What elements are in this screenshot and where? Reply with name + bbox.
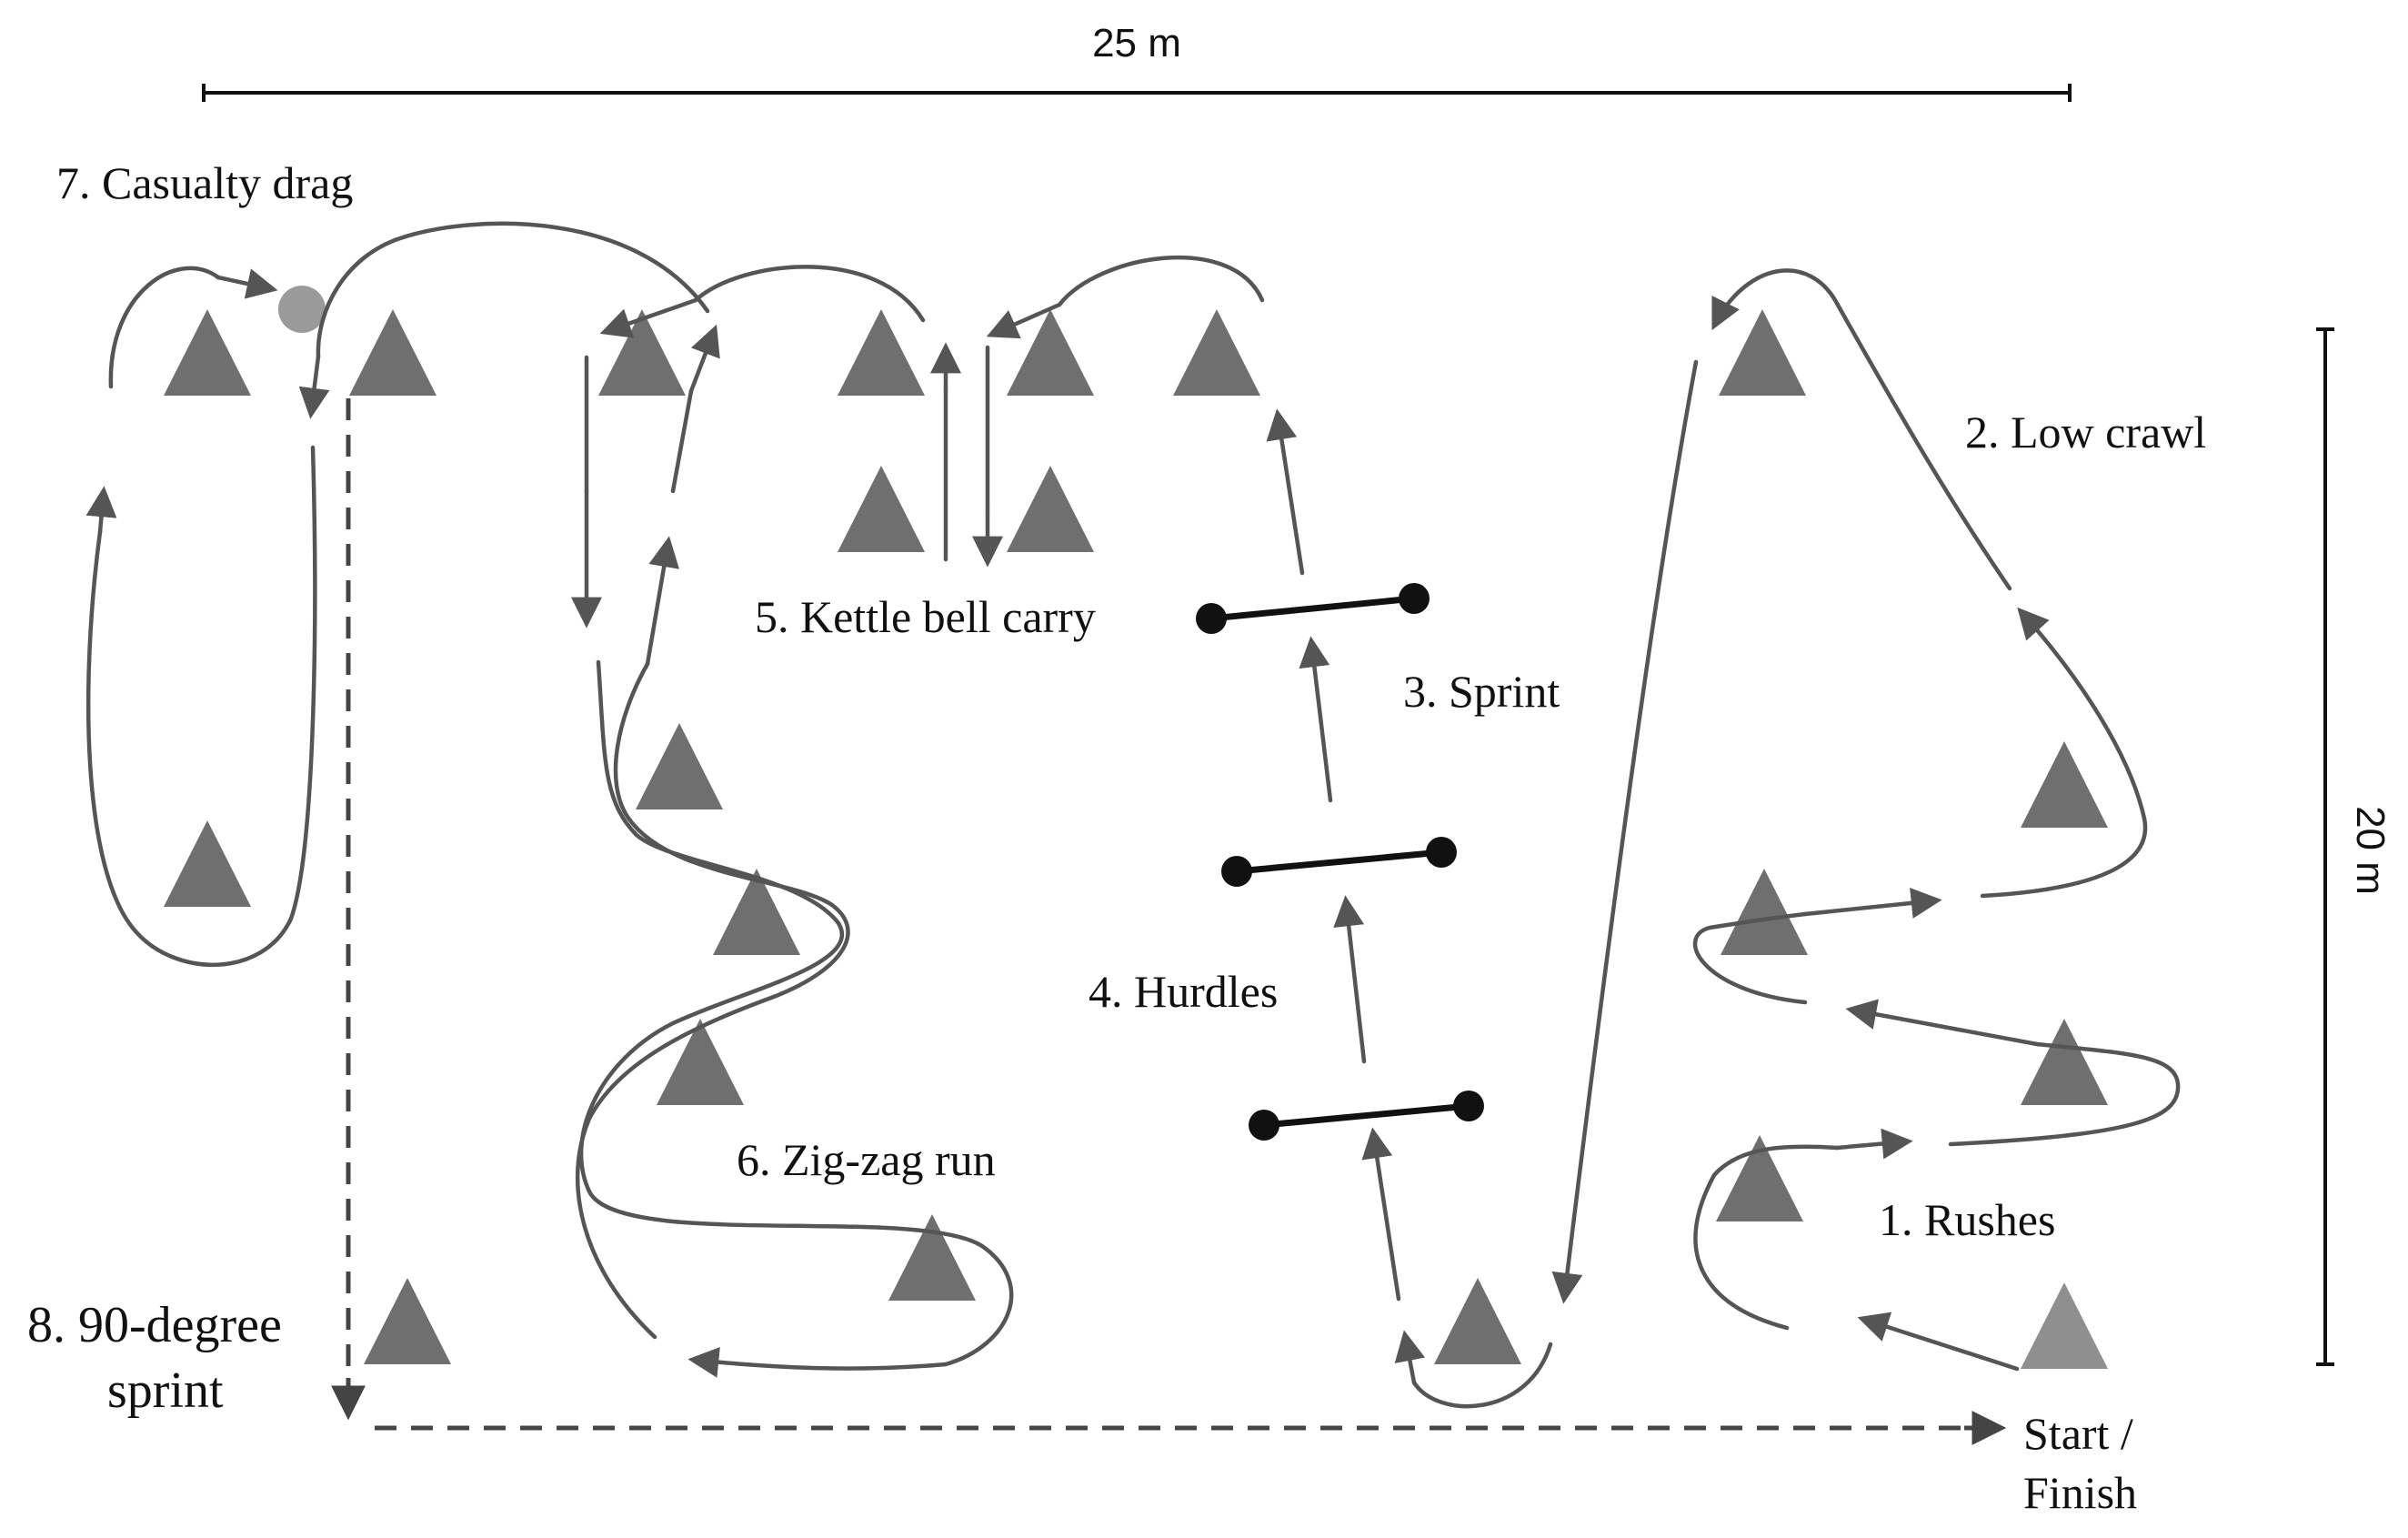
casualty-drag-route: [85, 221, 710, 967]
rushes-route: [1692, 816, 2181, 1372]
low-crawl-label: 2. Low crawl: [1965, 407, 2206, 457]
height-dimension: 20 m: [2316, 327, 2393, 1366]
kettle-bell-route: [599, 255, 1265, 568]
hurdles: [1196, 583, 1484, 1141]
cone: [838, 466, 925, 552]
cone: [2021, 1019, 2108, 1105]
cone: [636, 723, 723, 809]
cone: [364, 1278, 451, 1364]
cone: [598, 309, 686, 396]
width-label: 25 m: [1092, 21, 1181, 65]
station-labels: 1. Rushes 2. Low crawl 3. Sprint 4. Hurd…: [27, 157, 2206, 1518]
hurdles-label: 4. Hurdles: [1089, 966, 1278, 1017]
cone: [1007, 466, 1094, 552]
cone: [1173, 309, 1260, 396]
sprint-label: 3. Sprint: [1403, 666, 1560, 717]
cone: [164, 820, 251, 907]
kettle-bell-carry-label: 5. Kettle bell carry: [755, 591, 1096, 642]
cone: [164, 309, 251, 396]
low-crawl-route: [1551, 268, 2147, 1304]
ninety-degree-sprint-label-line2: sprint: [107, 1362, 224, 1419]
width-dimension: 25 m: [202, 21, 2072, 102]
ninety-degree-sprint-route: [331, 398, 2007, 1445]
ninety-degree-sprint-label-line1: 8. 90-degree: [27, 1297, 282, 1353]
zig-zag-route: [571, 324, 1014, 1378]
cone: [1434, 1278, 1521, 1364]
cones: [164, 309, 2108, 1369]
start-cone: [2021, 1282, 2108, 1369]
cone: [838, 309, 925, 396]
start-finish-label-line2: Finish: [2023, 1467, 2137, 1518]
cone: [657, 1019, 744, 1105]
casualty-marker: [278, 286, 326, 333]
hurdle: [1196, 583, 1430, 634]
hurdle: [1221, 837, 1457, 887]
rushes-label: 1. Rushes: [1879, 1194, 2055, 1245]
cone: [713, 869, 800, 955]
zig-zag-run-label: 6. Zig-zag run: [737, 1134, 996, 1185]
cone: [349, 309, 436, 396]
hurdle: [1249, 1091, 1484, 1141]
cone: [1716, 1135, 1803, 1221]
casualty-drag-label: 7. Casualty drag: [56, 157, 353, 208]
cone: [1007, 309, 1094, 396]
cone: [2021, 741, 2108, 828]
cone: [1721, 869, 1808, 955]
height-label: 20 m: [2348, 806, 2393, 895]
start-finish-label-line1: Start /: [2023, 1408, 2133, 1459]
cone: [888, 1214, 976, 1301]
sprint-route: [1266, 408, 1553, 1409]
cone: [1719, 309, 1806, 396]
